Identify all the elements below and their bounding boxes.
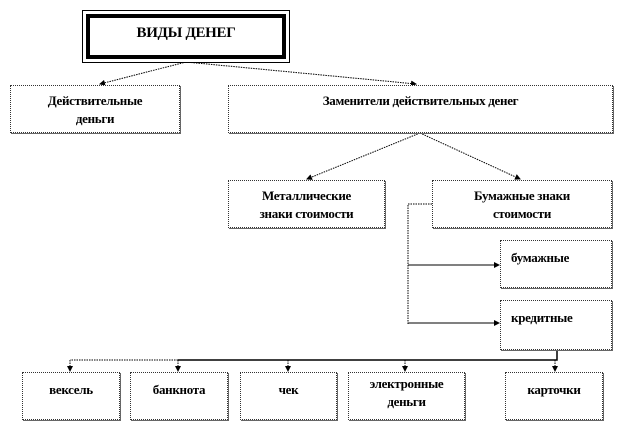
title-box: ВИДЫ ДЕНЕГ: [82, 10, 290, 63]
credit-trunk: [178, 350, 558, 361]
arrow-title-to-real: [99, 61, 187, 86]
node-paper-money: бумажные: [500, 240, 612, 288]
node-chek: чек: [240, 372, 337, 420]
node-metal: Металлические знаки стоимости: [228, 180, 385, 228]
node-paper: Бумажные знаки стоимости: [432, 180, 612, 228]
node-substitutes: Заменители действительных денег: [228, 85, 613, 133]
arrow-substitutes-to-metal: [306, 132, 421, 180]
arrow-title-to-substitutes: [185, 61, 417, 87]
node-real-money: Действительные деньги: [10, 85, 180, 133]
title-text: ВИДЫ ДЕНЕГ: [86, 14, 286, 59]
arrow-substitutes-to-paper: [419, 132, 521, 180]
node-credit-money: кредитные: [500, 300, 612, 350]
node-veksel: вексель: [22, 372, 120, 420]
node-banknota: банкнота: [130, 372, 228, 420]
node-electronic-money: электронные деньги: [348, 372, 465, 420]
bracket-paper: [407, 203, 432, 324]
node-cards: карточки: [505, 372, 603, 420]
